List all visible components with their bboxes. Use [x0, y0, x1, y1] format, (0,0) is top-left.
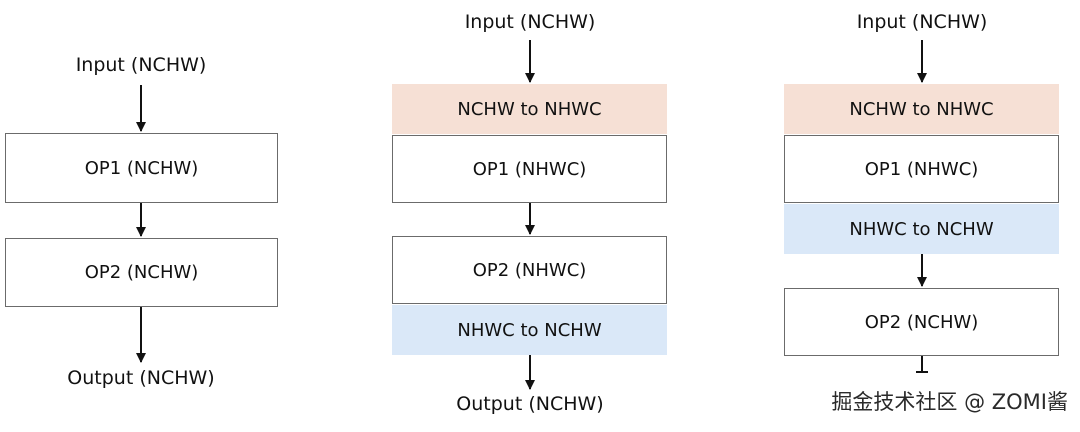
right-nhwc-to-nchw-step: NHWC to NCHW [784, 204, 1059, 254]
watermark: 掘金技术社区 @ ZOMI酱 [831, 390, 1068, 414]
middle-op2-box: OP2 (NHWC) [392, 236, 667, 304]
right-op2-box: OP2 (NCHW) [784, 288, 1059, 356]
right-op1-box: OP1 (NHWC) [784, 135, 1059, 203]
left-op1-box: OP1 (NCHW) [5, 133, 278, 203]
right-nchw-to-nhwc-step: NCHW to NHWC [784, 84, 1059, 134]
middle-output-label: Output (NCHW) [456, 393, 604, 415]
left-op2-box: OP2 (NCHW) [5, 238, 278, 307]
right-input-label: Input (NCHW) [856, 11, 988, 33]
middle-op1-box: OP1 (NHWC) [392, 135, 667, 203]
left-input-label: Input (NCHW) [75, 54, 207, 76]
left-output-label: Output (NCHW) [67, 367, 215, 389]
middle-input-label: Input (NCHW) [464, 11, 596, 33]
middle-nchw-to-nhwc-step: NCHW to NHWC [392, 84, 667, 134]
middle-nhwc-to-nchw-step: NHWC to NCHW [392, 305, 667, 355]
